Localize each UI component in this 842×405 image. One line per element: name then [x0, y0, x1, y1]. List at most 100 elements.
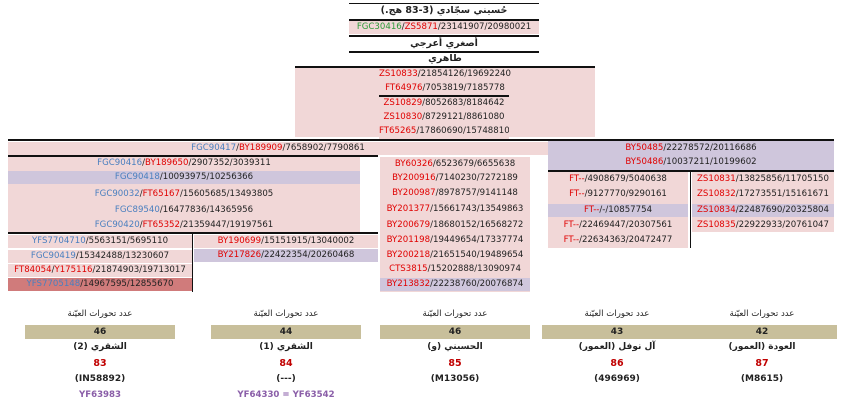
snp-segment: FT--: [563, 235, 580, 245]
lineage-number: 84: [279, 358, 293, 369]
snp-segment: FT--: [569, 174, 585, 184]
right-header-row-1: BY50485/22278572/20116686: [548, 142, 834, 155]
col4-right-border: [690, 172, 691, 248]
snp-segment: /: [401, 22, 405, 32]
col4-row-5: FT--/22634363/20472477: [548, 234, 688, 247]
snp-segment: /17273551/15161671: [735, 189, 829, 199]
col3-row-5: BY200679/18680152/16568272: [380, 219, 530, 232]
right-header-row-2: BY50486/10037211/10199602: [548, 156, 834, 169]
snp-segment: BY50486: [625, 157, 664, 167]
snp-segment: BY213832: [386, 279, 431, 289]
sample-count-value: 46: [25, 325, 175, 339]
trunk-row-1: ZS10829/8052683/8184642: [379, 97, 509, 110]
snp-segment: FGC90419: [30, 251, 76, 261]
snp-segment: /17860690/15748810: [416, 126, 509, 136]
snp-segment: FT84054: [14, 265, 52, 275]
root-snp-row: FGC30416/ZS5871/23141907/20980021: [349, 21, 539, 34]
snp-segment: /15661743/13549863: [430, 204, 524, 214]
col3-row-2: BY200916/7140230/7272189: [380, 172, 530, 185]
kit-id: (---): [276, 374, 296, 384]
snp-segment: ZS10831: [697, 174, 736, 184]
sample-count-value: 44: [211, 325, 361, 339]
left-branch-header: FGC90417/BY189909/7658902/7790861: [8, 142, 548, 155]
col4-row-1: FT--/4908679/5040638: [548, 173, 688, 186]
lineage-name: الحسيني (و): [427, 342, 483, 352]
node-name-tahiri: طاهري: [428, 53, 462, 64]
tahiri-row-1: ZS10833/21854126/19692240: [295, 68, 595, 81]
left-subsplit-line: [8, 232, 378, 234]
lineage-name: آل نوفل (العمور): [578, 342, 656, 352]
snp-segment: /-/10857754: [599, 205, 653, 215]
snp-segment: ZS10830: [383, 112, 423, 122]
snp-segment: /10093975/10256366: [159, 172, 254, 182]
snp-segment: YFS7704710: [31, 236, 86, 246]
snp-segment: /: [51, 265, 55, 275]
lineage-name: الشقري (2): [73, 342, 127, 352]
left-row-2: FGC90418/10093975/10256366: [8, 171, 360, 184]
col3-row-4: BY201377/15661743/13549863: [380, 203, 530, 216]
snp-segment: /7053819/7185778: [422, 83, 505, 93]
snp-segment: /22422354/20260468: [261, 250, 355, 260]
snp-segment: /21651540/19489654: [430, 250, 524, 260]
snp-segment: /15202888/13090974: [427, 264, 521, 274]
snp-segment: BY200679: [386, 220, 431, 230]
snp-segment: BY200987: [392, 188, 436, 198]
snp-segment: BY201198: [386, 235, 431, 245]
snp-segment: /5563151/5695110: [85, 236, 169, 246]
snp-segment: /7140230/7272189: [435, 173, 518, 183]
snp-segment: /22922933/20761047: [735, 220, 829, 230]
sample-count-value: 46: [380, 325, 530, 339]
left-row-1: FGC90416/BY189650/2907352/3039311: [8, 157, 360, 170]
snp-segment: ZS10833: [379, 69, 418, 79]
snp-segment: FT64976: [385, 83, 423, 93]
col5-row-4: ZS10835/22922933/20761047: [692, 219, 834, 232]
snp-segment: /: [139, 189, 143, 199]
top-divider-3: [349, 51, 539, 53]
col5-block: [692, 172, 834, 232]
snp-segment: FT--: [569, 189, 585, 199]
col3-row-7: BY200218/21651540/19489654: [380, 249, 530, 262]
snp-segment: /6523679/6655638: [432, 159, 516, 169]
sample-count-label: عدد تحورات العيّنة: [253, 309, 319, 319]
snp-segment: BY200916: [392, 173, 436, 183]
top-divider-4: [295, 66, 595, 68]
snp-segment: BY217826: [217, 250, 262, 260]
snp-segment: CTS3815: [389, 264, 428, 274]
snp-segment: FGC89540: [114, 205, 160, 215]
sample-count-value: 43: [542, 325, 692, 339]
snp-segment: /: [236, 143, 240, 153]
col3-row-9: BY213832/22238760/20076874: [380, 278, 530, 291]
left-block: [8, 157, 360, 232]
snp-segment: /4908679/5040638: [584, 174, 667, 184]
main-split-line: [8, 139, 834, 141]
snp-segment: /22469447/20307561: [579, 220, 673, 230]
kit-id: (496969): [594, 374, 640, 384]
snp-segment: /15605685/13493805: [179, 189, 274, 199]
snp-segment: /19449654/17337774: [430, 235, 524, 245]
snp-segment: /8729121/8861080: [422, 112, 505, 122]
snp-segment: BY60326: [394, 159, 433, 169]
left-row-3: FGC90032/FT65167/15605685/13493805: [8, 188, 360, 201]
snp-segment: /22238760/20076874: [430, 279, 524, 289]
snp-segment: /15342488/13230607: [75, 251, 170, 261]
col5-row-1: ZS10831/13825856/11705150: [692, 173, 834, 186]
col3-block: [380, 157, 530, 292]
snp-segment: FGC90418: [114, 172, 160, 182]
lineage-name: العودة (العمور): [728, 342, 796, 352]
col3-row-1: BY60326/6523679/6655638: [380, 158, 530, 171]
snp-segment: ZS10834: [697, 205, 736, 215]
snp-segment: FT65167: [142, 189, 180, 199]
snp-segment: /14967595/12855670: [80, 279, 174, 289]
snp-segment: FGC90416: [97, 158, 143, 168]
snp-segment: /7658902/7790861: [282, 143, 365, 153]
trunk-block: [379, 97, 509, 139]
snp-segment: FGC90032: [94, 189, 140, 199]
snp-segment: ZS5871: [404, 22, 438, 32]
col1-row-3: FT84054/Y175116/21874903/19713017: [8, 264, 192, 277]
sample-count-label: عدد تحورات العيّنة: [729, 309, 795, 319]
col2-row-2: BY217826/22422354/20260468: [194, 249, 378, 262]
snp-segment: BY190699: [217, 236, 262, 246]
snp-segment: ZS10829: [383, 98, 423, 108]
kit-id: (M8615): [740, 374, 784, 384]
snp-segment: /21874903/19713017: [92, 265, 186, 275]
